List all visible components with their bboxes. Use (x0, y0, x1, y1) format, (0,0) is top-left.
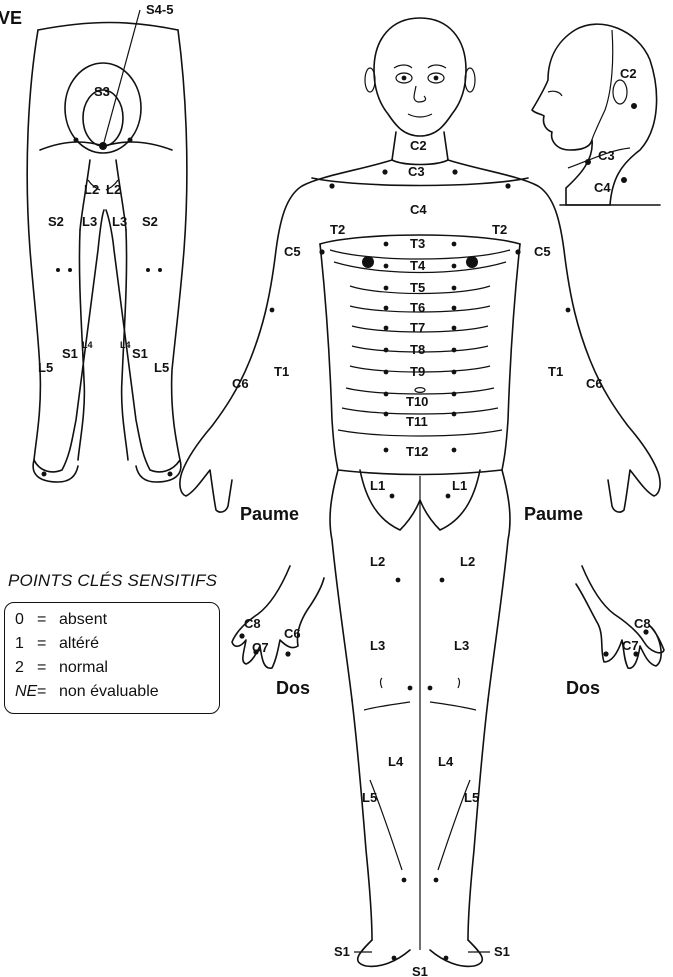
label-l3-right: L3 (112, 214, 127, 229)
corner-label: VE (0, 8, 22, 28)
legend-key: 1 (15, 633, 37, 655)
front-label-c6-right: C6 (586, 376, 603, 391)
label-l4-right: L4 (120, 340, 131, 350)
front-label-l4-right: L4 (438, 754, 454, 769)
hand-label-c8-right: C8 (634, 616, 651, 631)
front-label-t12: T12 (406, 444, 428, 459)
label-l4-left: L4 (82, 340, 93, 350)
head-label-c2: C2 (620, 66, 637, 81)
front-label-t5: T5 (410, 280, 425, 295)
front-label-s1-center: S1 (412, 964, 428, 977)
legend-text: absent (59, 611, 107, 628)
label-s3: S3 (94, 84, 110, 99)
label-s4-5: S4-5 (146, 2, 173, 17)
label-l2-left: L2 (84, 182, 99, 197)
front-label-l1-right: L1 (452, 478, 467, 493)
front-label-l5-right: L5 (464, 790, 479, 805)
head-profile-figure (532, 24, 660, 205)
front-label-t3: T3 (410, 236, 425, 251)
head-label-c3: C3 (598, 148, 615, 163)
front-label-c2: C2 (410, 138, 427, 153)
label-s1-left: S1 (62, 346, 78, 361)
legend-text: non évaluable (59, 683, 159, 700)
label-l5-left: L5 (38, 360, 53, 375)
dorsum-label-left: Dos (276, 678, 310, 698)
legend-row: 2=normal (15, 657, 219, 681)
front-label-t1-right: T1 (548, 364, 563, 379)
front-label-t2-right: T2 (492, 222, 507, 237)
hand-label-c7-right: C7 (622, 638, 639, 653)
legend-row: NE=non évaluable (15, 681, 219, 705)
front-label-l2-left: L2 (370, 554, 385, 569)
head-label-c4: C4 (594, 180, 611, 195)
legend-row: 0=absent (15, 609, 219, 633)
front-label-l2-right: L2 (460, 554, 475, 569)
back-view-figure (27, 10, 187, 482)
legend-key: 2 (15, 657, 37, 679)
palm-label-left: Paume (240, 504, 299, 524)
front-label-l3-right: L3 (454, 638, 469, 653)
hand-label-c6-left: C6 (284, 626, 301, 641)
front-label-l5-left: L5 (362, 790, 377, 805)
front-label-c5-right: C5 (534, 244, 551, 259)
front-label-c4: C4 (410, 202, 427, 217)
palm-label-right: Paume (524, 504, 583, 524)
label-l2-right: L2 (106, 182, 121, 197)
front-label-t10: T10 (406, 394, 428, 409)
front-label-t2-left: T2 (330, 222, 345, 237)
front-label-l4-left: L4 (388, 754, 404, 769)
front-label-t1-left: T1 (274, 364, 289, 379)
hand-dorsum-right (576, 566, 664, 668)
label-l5-right: L5 (154, 360, 169, 375)
label-s2-right: S2 (142, 214, 158, 229)
front-label-t11: T11 (406, 414, 428, 429)
front-label-t8: T8 (410, 342, 425, 357)
label-l3-left: L3 (82, 214, 97, 229)
front-label-c6-left: C6 (232, 376, 249, 391)
front-label-s1-right: S1 (494, 944, 510, 959)
front-label-t9: T9 (410, 364, 425, 379)
legend-key: 0 (15, 609, 37, 631)
legend-row: 1=altéré (15, 633, 219, 657)
front-label-l1-left: L1 (370, 478, 385, 493)
label-s2-left: S2 (48, 214, 64, 229)
hand-label-c8-left: C8 (244, 616, 261, 631)
legend-key: NE (15, 681, 37, 703)
legend-text: normal (59, 659, 108, 676)
front-label-c3: C3 (408, 164, 425, 179)
front-label-t6: T6 (410, 300, 425, 315)
dorsum-label-right: Dos (566, 678, 600, 698)
front-label-t4: T4 (410, 258, 426, 273)
front-label-s1-left: S1 (334, 944, 350, 959)
front-label-l3-left: L3 (370, 638, 385, 653)
label-s1-right: S1 (132, 346, 148, 361)
legend-title: POINTS CLÉS SENSITIFS (8, 571, 217, 591)
legend-text: altéré (59, 635, 99, 652)
front-label-t7: T7 (410, 320, 425, 335)
hand-label-c7-left: C7 (252, 640, 269, 655)
front-label-c5-left: C5 (284, 244, 301, 259)
legend-box: 0=absent 1=altéré 2=normal NE=non évalua… (4, 602, 220, 714)
